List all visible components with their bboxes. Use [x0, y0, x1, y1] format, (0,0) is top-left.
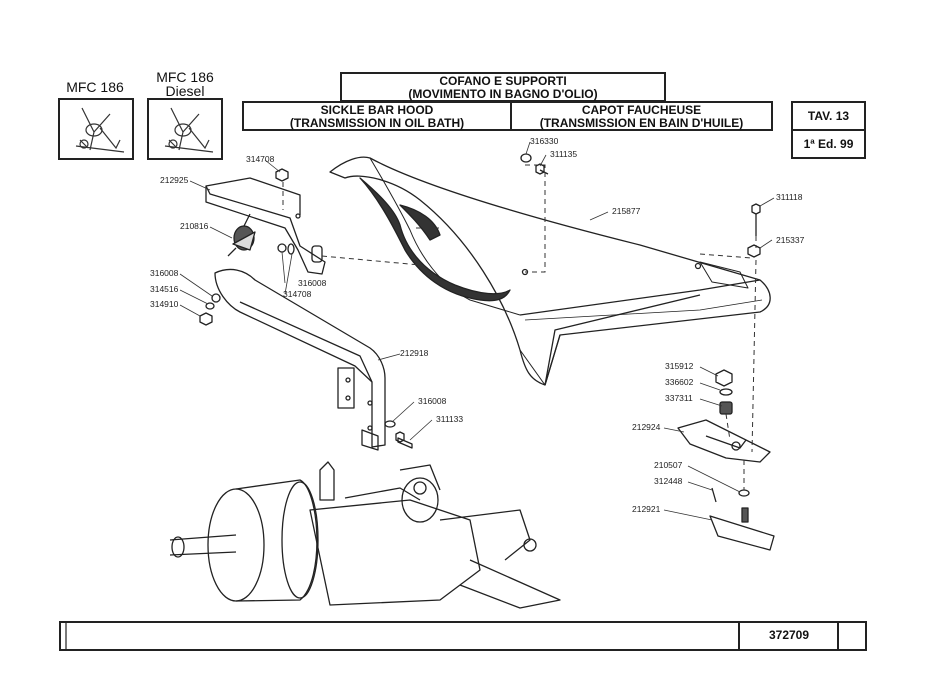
part-number-label: 215337: [776, 235, 805, 245]
part-number-label: 337311: [665, 393, 693, 403]
model-label-right-line1: MFC 186: [156, 69, 214, 85]
table-number: TAV. 13: [807, 109, 850, 123]
title-french-line2: (TRANSMISSION EN BAIN D'HUILE): [539, 116, 744, 130]
part-number-label: 316008: [418, 396, 447, 406]
title-italian-line2: (MOVIMENTO IN BAGNO D'OLIO): [408, 87, 598, 101]
bolt-311135: [520, 153, 549, 175]
assembly-guide-lines: [282, 164, 757, 490]
model-thumbnail-left: [58, 98, 134, 160]
hood-215877: [329, 156, 771, 386]
title-italian-line1: COFANO E SUPPORTI: [439, 74, 567, 88]
bolt-311133: [384, 420, 413, 449]
title-english-box: [242, 101, 512, 131]
title-french-line1: CAPOT FAUCHEUSE: [581, 103, 702, 117]
part-number-label: 212925: [160, 175, 189, 185]
part-number-label: 336602: [665, 377, 694, 387]
part-number-label: 314910: [150, 299, 179, 309]
mower-thumbnail-icon: [164, 107, 214, 153]
title-english-line1: SICKLE BAR HOOD: [320, 103, 434, 117]
rubber-mount-210816: [227, 213, 256, 257]
part-number-label: 210816: [180, 221, 209, 231]
part-number-label: 312448: [654, 476, 683, 486]
part-number-label: 311133: [436, 414, 464, 424]
part-number-label: 314708: [283, 289, 312, 299]
nut-washer-stack-left: [199, 168, 295, 326]
part-number-label: 311135: [550, 149, 578, 159]
part-number-label: 314708: [246, 154, 275, 164]
title-french-box: [510, 101, 773, 131]
part-number-label: 212924: [632, 422, 661, 432]
bracket-212925: [205, 177, 326, 275]
edition-label: 1ª Ed. 99: [803, 137, 854, 151]
leader-lines: [179, 141, 775, 521]
gearbox-assembly: [169, 461, 561, 609]
part-number-label: 316330: [530, 136, 559, 146]
part-number-label: 210507: [654, 460, 683, 470]
part-number-label: 212918: [400, 348, 429, 358]
document-number: 372709: [768, 628, 810, 642]
part-number-label: 315912: [665, 361, 694, 371]
part-number-label: 316008: [298, 278, 327, 288]
mower-thumbnail-icon: [75, 107, 125, 153]
title-english-line2: (TRANSMISSION IN OIL BATH): [289, 116, 465, 130]
model-label-right-line2: Diesel: [165, 83, 205, 99]
part-number-label: 314516: [150, 284, 179, 294]
part-number-label: 215877: [612, 206, 641, 216]
model-label-left: MFC 186: [66, 79, 124, 95]
part-number-label: 316008: [150, 268, 179, 278]
part-number-label: 311118: [776, 192, 803, 202]
model-thumbnail-right: [147, 98, 223, 160]
edition-box: [791, 129, 866, 159]
bolt-311118: [747, 203, 761, 258]
part-number-label: 212921: [632, 504, 661, 514]
